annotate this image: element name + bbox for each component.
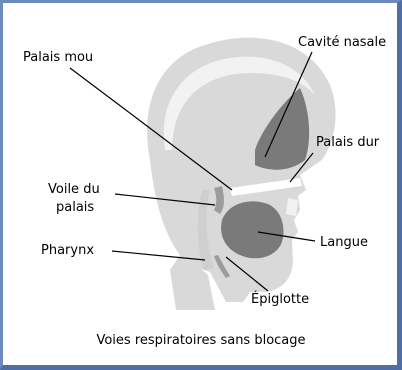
label-voile-du-palais-line1: Voile du: [48, 182, 100, 198]
label-pharynx: Pharynx: [41, 243, 94, 259]
label-langue: Langue: [320, 235, 368, 251]
diagram-caption: Voies respiratoires sans blocage: [0, 333, 402, 349]
label-palais-mou: Palais mou: [23, 50, 93, 66]
label-voile-du-palais-line2: palais: [56, 200, 94, 216]
label-cavite-nasale: Cavité nasale: [298, 35, 386, 51]
teeth: [286, 198, 298, 216]
label-palais-dur: Palais dur: [316, 135, 379, 151]
label-epiglotte: Épiglotte: [251, 292, 309, 308]
